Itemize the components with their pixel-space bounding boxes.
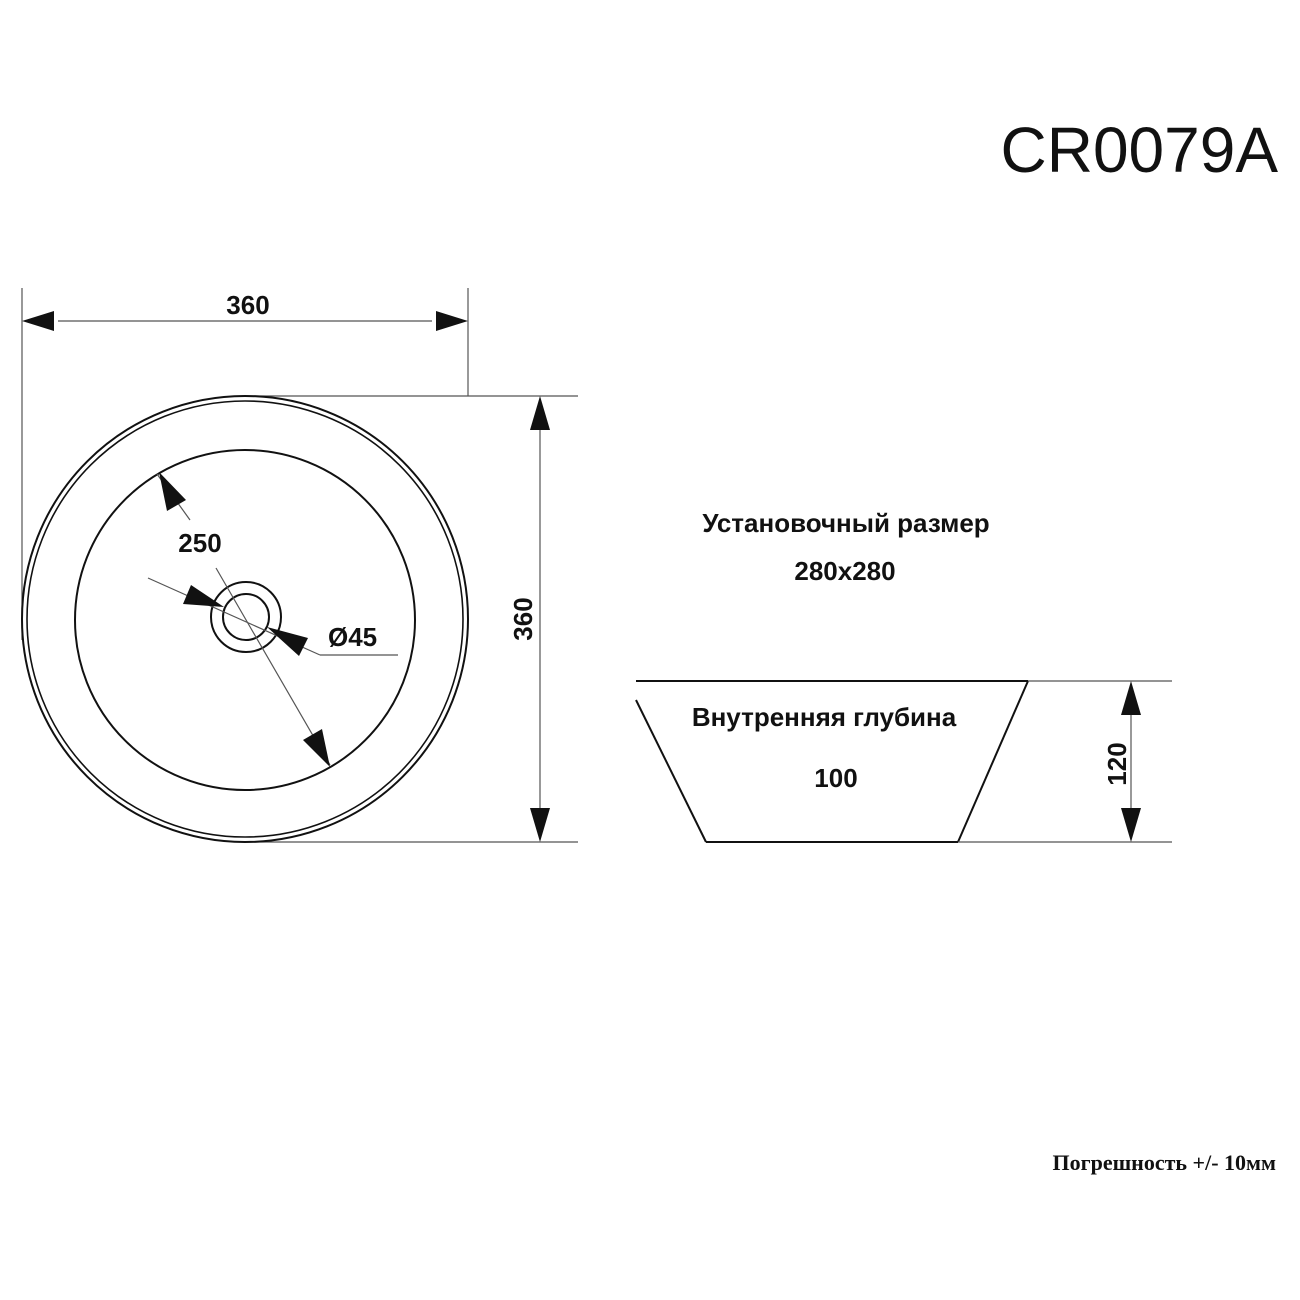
arrow-drain-left-icon — [183, 585, 224, 607]
arrow-bowl-bottom-icon — [303, 729, 330, 767]
width-dimension-label: 360 — [226, 290, 269, 320]
height-dimension: 360 — [508, 396, 550, 842]
height-dimension-label: 360 — [508, 597, 538, 640]
depth-label: Внутренняя глубина — [692, 702, 957, 732]
arrow-down-icon — [530, 808, 550, 842]
side-height-dimension: 120 — [1102, 681, 1141, 842]
top-view: 360 360 250 — [21, 288, 578, 843]
profile-left-edge — [635, 699, 707, 843]
side-height-label: 120 — [1102, 742, 1132, 785]
install-size-value: 280x280 — [794, 556, 895, 586]
arrow-left-icon — [22, 311, 54, 331]
arrow-bowl-top-icon — [159, 472, 186, 511]
drain-diameter-label: Ø45 — [328, 622, 377, 652]
install-size-label: Установочный размер — [702, 508, 989, 538]
width-dimension: 360 — [22, 290, 468, 331]
arrow-up-icon — [530, 396, 550, 430]
side-view: 120 Внутренняя глубина 100 — [635, 680, 1172, 843]
bowl-diameter-label: 250 — [178, 528, 221, 558]
arrow-right-icon — [436, 311, 468, 331]
drain-outer-circle — [210, 581, 282, 653]
install-size: Установочный размер 280x280 — [702, 508, 989, 586]
arrow-side-up-icon — [1121, 681, 1141, 715]
profile-right-edge — [957, 680, 1029, 843]
arrow-side-down-icon — [1121, 808, 1141, 842]
drain-inner-circle — [222, 593, 270, 641]
tolerance-note: Погрешность +/- 10мм — [1052, 1150, 1276, 1175]
outer-rim — [21, 395, 469, 843]
depth-value: 100 — [814, 763, 857, 793]
arrow-drain-right-icon — [267, 627, 308, 656]
drain-diameter-dimension: Ø45 — [147, 577, 398, 656]
outer-rim-inner — [26, 400, 464, 838]
bowl-diameter-dimension: 250 — [156, 472, 331, 767]
bowl-circle — [74, 449, 416, 791]
model-title: CR0079A — [1001, 114, 1279, 186]
